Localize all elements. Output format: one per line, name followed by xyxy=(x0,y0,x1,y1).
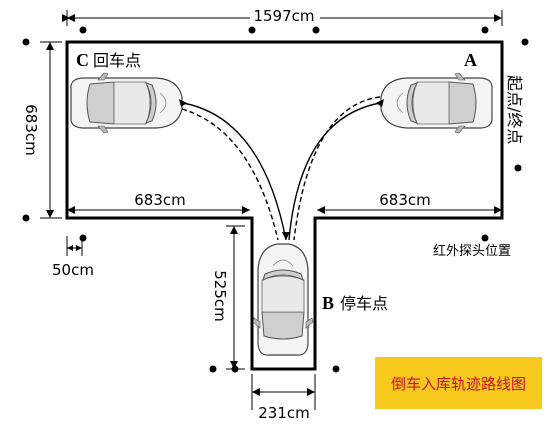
label-a-letter: A xyxy=(464,50,477,70)
sensor-dots xyxy=(22,26,529,373)
dim-width-total xyxy=(62,10,503,26)
dim-bay-width-label: 231cm xyxy=(258,404,310,422)
label-b-text: 停车点 xyxy=(340,294,388,313)
dim-bay-depth-label: 525cm xyxy=(211,270,229,322)
label-b-letter: B xyxy=(322,293,334,313)
car-c-icon xyxy=(70,72,183,134)
dim-bottom-left-label: 683cm xyxy=(134,191,186,209)
label-sensor: 红外探头位置 xyxy=(433,243,511,259)
label-c-text: 回车点 xyxy=(93,51,141,70)
dim-bay-width xyxy=(251,374,316,410)
dim-bottom-left xyxy=(67,206,250,214)
diagram-title: 倒车入库轨迹路线图 xyxy=(390,374,526,393)
car-b-icon xyxy=(252,243,314,356)
dim-offset-label: 50cm xyxy=(52,261,94,279)
trajectory-lines xyxy=(179,96,384,241)
label-a-text: 起点/终点 xyxy=(505,75,524,144)
dim-height-left xyxy=(40,41,62,219)
car-a-icon xyxy=(380,72,493,134)
dim-width-total-label: 1597cm xyxy=(253,7,314,25)
dim-bottom-right xyxy=(317,206,502,214)
label-c-letter: C xyxy=(76,50,89,70)
dim-bottom-right-label: 683cm xyxy=(379,191,431,209)
title-box: 倒车入库轨迹路线图 xyxy=(375,357,542,409)
dim-height-left-label: 683cm xyxy=(22,104,40,156)
